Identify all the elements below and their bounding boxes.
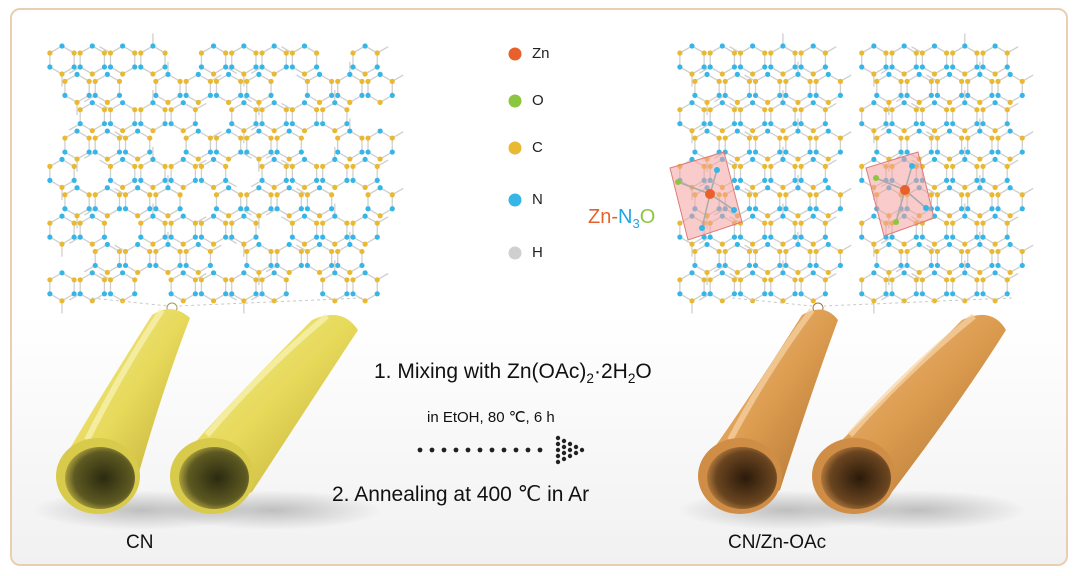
cnzn-tube-2 [812, 313, 1006, 514]
sample-label-cn: CN [126, 532, 154, 553]
cn-tube-2 [170, 313, 358, 514]
legend-marker-c [508, 141, 522, 155]
cnzn-lattice-right [677, 33, 1034, 314]
cnzn-tubes [677, 308, 1027, 530]
legend-label-c: C [532, 139, 543, 156]
legend-marker-n [508, 193, 522, 207]
zn-site-1 [669, 151, 743, 241]
step-1-sub-1: 2 [586, 371, 594, 387]
site-label-dash: - [611, 206, 619, 228]
site-label-n-sub: 3 [632, 216, 640, 231]
legend-label-o: O [532, 92, 544, 109]
figure-frame: Zn O C N H Zn-N3O 1. Mixing with Zn(OAc)… [10, 8, 1068, 566]
legend-label-h: H [532, 244, 543, 261]
step-1-conditions: in EtOH, 80 ℃, 6 h [427, 409, 555, 426]
step-1-sub-2: 2 [627, 371, 636, 387]
zn-site-2 [865, 151, 935, 237]
step-1-mid: ·2H [593, 360, 628, 383]
legend-markers [508, 47, 522, 260]
sample-label-cnzn: CN/Zn-OAc [728, 532, 827, 553]
scene-graphics [32, 33, 1034, 530]
process-arrow [417, 435, 585, 465]
step-1-prefix: 1. Mixing with Zn(OAc) [374, 360, 587, 383]
step-2-label: 2. Annealing at 400 ℃ in Ar [332, 483, 590, 506]
site-label-n: N [618, 206, 633, 228]
legend-label-zn: Zn [532, 45, 550, 62]
site-label-o: O [639, 206, 656, 228]
cn-tube-1 [56, 308, 190, 514]
step-1-label: 1. Mixing with Zn(OAc)2·2H2O [374, 360, 652, 386]
zn-n3o-label: Zn-N3O [588, 206, 655, 231]
cnzn-tube-1 [698, 308, 838, 514]
cn-tubes [32, 308, 382, 530]
legend-marker-h [508, 246, 522, 260]
legend-marker-o [508, 94, 522, 108]
legend-label-n: N [532, 191, 543, 208]
cn-lattice-left [47, 33, 404, 314]
site-label-metal: Zn [588, 206, 612, 228]
step-1-suffix: O [635, 360, 652, 383]
zn-atom [900, 185, 910, 195]
zn-atom [705, 189, 715, 199]
legend-marker-zn [508, 47, 522, 61]
